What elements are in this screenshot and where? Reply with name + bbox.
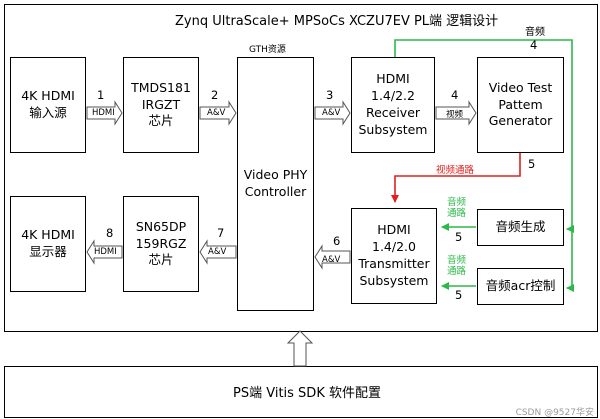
audio-path-line (394, 39, 574, 233)
hdmi-source-line-2: 输入源 (29, 105, 67, 120)
tpg-line-3: Generator (488, 113, 553, 129)
sn65dp-line-1: SN65DP (135, 218, 187, 234)
hdmi-rx-line-3: Receiver (365, 105, 421, 120)
arrow-4-rx-to-tpg (435, 100, 477, 126)
conn-4-audio-label: 音频 (525, 27, 545, 38)
hdmi-display-line-1: 4K HDMI (21, 227, 75, 243)
hdmi-tx-line-3: Transmitter (358, 256, 430, 271)
pl-title: Zynq UltraScale+ MPSoCs XCZU7EV PL端 逻辑设计 (175, 14, 499, 29)
audio-gen-label: 音频生成 (495, 219, 546, 235)
arrow-8-sn65-to-display (86, 239, 123, 265)
conn-6-label: A&V (322, 255, 341, 265)
conn-3-num: 3 (326, 88, 334, 102)
conn-5-audio-acr-label: 音频 通路 (447, 255, 467, 278)
hdmi-rx-line-2: 1.4/2.2 (371, 88, 415, 104)
ps-label: PS端 Vitis SDK 软件配置 (233, 386, 381, 401)
watermark: CSDN @9527华安 (515, 408, 594, 418)
audio-generation-block: 音频生成 (477, 209, 564, 246)
sn65dp-line-3: 芯片 (148, 252, 174, 268)
arrow-2-tmds-to-phy (199, 100, 237, 126)
tmds181-line-1: TMDS181 (131, 79, 191, 95)
audio-acr-control-block: 音频acr控制 (477, 268, 564, 305)
sn65dp-line-2: 159RGZ (135, 235, 187, 251)
conn-7-label: A&V (208, 247, 227, 257)
tpg-line-1: Video Test (488, 79, 553, 95)
hdmi-source-line-1: 4K HDMI (21, 88, 75, 104)
hdmi-rx-line-1: HDMI (376, 71, 410, 87)
arrow-7-phy-to-sn65 (199, 239, 237, 265)
audio-acr-label: 音频acr控制 (485, 278, 556, 294)
conn-5-video-num: 5 (528, 157, 536, 171)
video-phy-line-2: Controller (244, 184, 307, 199)
arrow-3-phy-to-rx (314, 100, 351, 126)
video-phy-line-1: Video PHY (243, 167, 308, 183)
ps-frame (4, 366, 598, 418)
conn-8-label: HDMI (94, 247, 117, 257)
arrow-1-source-to-tmds (86, 100, 123, 126)
video-path-line (391, 153, 521, 203)
conn-4-audio-num: 4 (530, 38, 538, 52)
conn-5-video-label: 视频通路 (436, 165, 475, 176)
hdmi-display-line-2: 显示器 (29, 244, 67, 259)
conn-4-video-label: 视频 (446, 110, 464, 120)
conn-5-audio-gen-label: 音频 通路 (447, 197, 467, 220)
audio-acr-path-line (566, 229, 574, 292)
hdmi-tx-line-4: Subsystem (359, 272, 429, 288)
tmds181-line-2: IRGZT (141, 96, 181, 112)
conn-7-num: 7 (217, 226, 225, 240)
conn-1-num: 1 (97, 88, 105, 102)
hdmi-rx-line-4: Subsystem (358, 121, 428, 137)
conn-8-num: 8 (106, 226, 114, 240)
conn-6-num: 6 (333, 234, 341, 248)
conn-2-num: 2 (211, 88, 219, 102)
conn-2-label: A&V (207, 108, 226, 118)
arrow-6-tx-to-phy (314, 244, 351, 270)
conn-4-video-num: 4 (451, 88, 459, 102)
arrow-ps-to-pl (286, 330, 314, 367)
hdmi-tx-line-1: HDMI (377, 222, 411, 238)
tpg-line-2: Pattem (498, 96, 543, 112)
gth-label: GTH资源 (249, 45, 286, 55)
conn-5-audio-acr-num: 5 (455, 288, 463, 302)
tmds181-line-3: 芯片 (148, 113, 174, 129)
conn-1-label: HDMI (92, 108, 115, 118)
conn-3-label: A&V (322, 108, 341, 118)
conn-5-audio-gen-num: 5 (455, 230, 463, 244)
hdmi-tx-line-2: 1.4/2.0 (372, 239, 416, 255)
